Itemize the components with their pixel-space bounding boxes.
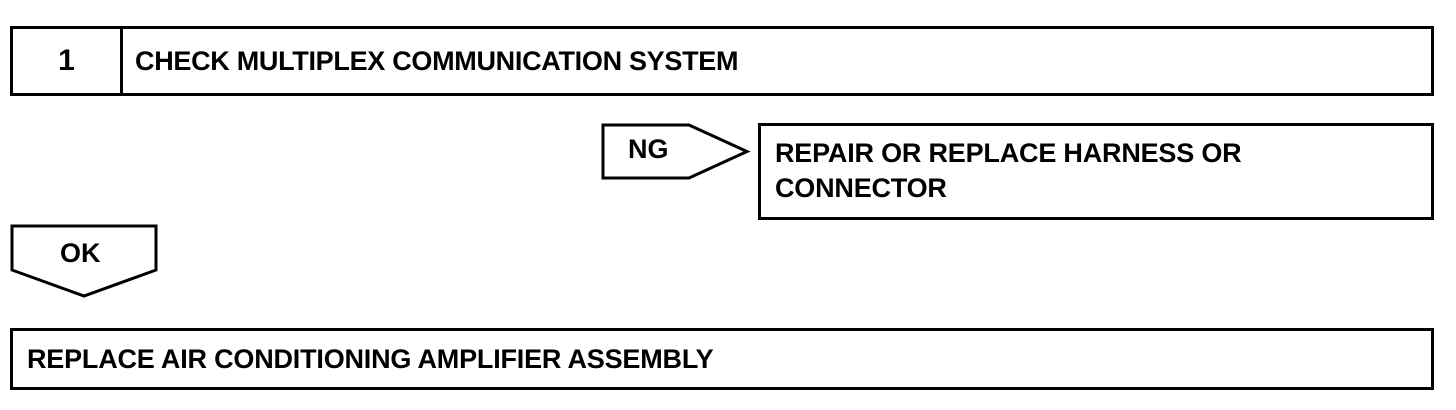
ng-arrow-outline (601, 123, 751, 180)
ok-arrow-outline (10, 224, 158, 298)
ng-result-box: REPAIR OR REPLACE HARNESS OR CONNECTOR (758, 123, 1434, 220)
final-step-box: REPLACE AIR CONDITIONING AMPLIFIER ASSEM… (10, 328, 1434, 390)
step-box: 1 CHECK MULTIPLEX COMMUNICATION SYSTEM (10, 26, 1434, 96)
ng-arrow-shape (601, 123, 751, 180)
ng-label: NG (628, 134, 669, 164)
step-title: CHECK MULTIPLEX COMMUNICATION SYSTEM (135, 45, 739, 76)
ok-arrow-shape (10, 224, 158, 298)
final-step-text: REPLACE AIR CONDITIONING AMPLIFIER ASSEM… (27, 343, 714, 374)
ok-label: OK (60, 238, 101, 268)
step-number: 1 (13, 29, 123, 93)
ng-result-text: REPAIR OR REPLACE HARNESS OR CONNECTOR (775, 138, 1242, 203)
